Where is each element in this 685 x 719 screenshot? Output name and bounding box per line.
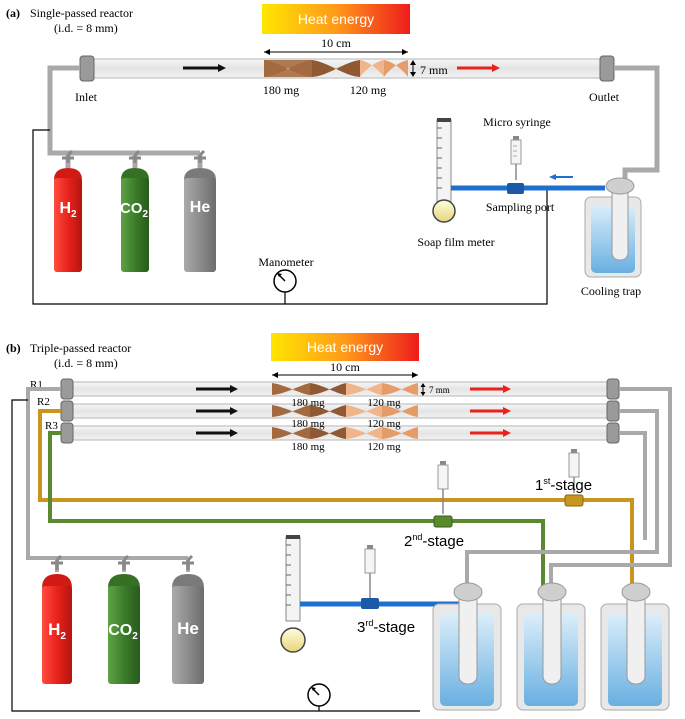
panel-a: (a) Single-passed reactor (i.d. = 8 mm) …	[6, 4, 660, 305]
panel-a-title: Single-passed reactor	[30, 6, 133, 20]
outlet-pipe-a	[614, 65, 660, 185]
stage2-valve	[433, 515, 453, 528]
he-cylinder-b: He	[172, 554, 204, 684]
heat-energy-bar-b	[271, 333, 419, 361]
svg-text:H2: H2	[59, 200, 77, 220]
heat-energy-label-b: Heat energy	[307, 339, 383, 355]
stage2-label: 2nd-stage	[404, 532, 464, 550]
soap-film-meter-b	[280, 535, 306, 653]
sampling-port-valve	[507, 183, 524, 194]
row1-mass-1: 180 mg	[291, 397, 325, 409]
length-label-b: 10 cm	[330, 360, 360, 374]
outlet-fitting	[599, 55, 615, 82]
he-cylinder-a: He	[184, 149, 216, 272]
stage3-label: 3rd-stage	[357, 618, 415, 636]
svg-text:CO2: CO2	[108, 622, 138, 642]
cooling-trap-a	[584, 177, 642, 278]
stage1-valve	[564, 494, 584, 507]
length-label: 10 cm	[321, 36, 351, 50]
manometer-label: Manometer	[258, 255, 313, 269]
panel-b: (b) Triple-passed reactor (i.d. = 8 mm) …	[6, 333, 672, 712]
flow-arrows-b	[196, 385, 511, 437]
catalyst-bed-a	[264, 60, 408, 77]
panel-a-tag: (a)	[6, 6, 20, 20]
soap-film-meter-a	[432, 118, 456, 223]
r3-label: R3	[45, 420, 58, 432]
co2-cylinder-b: CO2	[108, 554, 140, 684]
outlet-pipe-r1	[549, 387, 672, 588]
svg-text:H2: H2	[48, 620, 66, 642]
co2-cylinder-a: CO2	[120, 149, 149, 272]
stage1-syringe	[568, 449, 580, 493]
micro-syringe-a	[510, 136, 522, 180]
heat-energy-bar	[262, 4, 410, 34]
panel-b-subtitle: (i.d. = 8 mm)	[54, 356, 118, 370]
h2-cylinder-b: H2	[42, 554, 72, 684]
svg-text:He: He	[190, 199, 211, 216]
diameter-label: 7 mm	[420, 63, 448, 77]
stage1-line	[38, 409, 634, 592]
svg-text:He: He	[177, 619, 199, 638]
stage2-line	[48, 431, 545, 590]
inlet-label: Inlet	[75, 90, 98, 104]
heat-energy-label: Heat energy	[298, 11, 374, 27]
pressure-line-a	[32, 129, 548, 305]
stage2-syringe	[437, 461, 449, 514]
row1-mass-2: 120 mg	[367, 397, 401, 409]
outlet-pipe-r3	[619, 431, 647, 540]
cooling-trap-b3	[600, 582, 670, 711]
catalyst-mass-2: 120 mg	[350, 83, 386, 97]
manometer-gauge-a	[273, 269, 297, 293]
sampling-port-label: Sampling port	[486, 200, 555, 214]
cooling-trap-b1	[432, 582, 502, 711]
panel-a-subtitle: (i.d. = 8 mm)	[54, 21, 118, 35]
svg-text:CO2: CO2	[120, 200, 149, 220]
panel-b-title: Triple-passed reactor	[30, 341, 131, 355]
row2-mass-2: 120 mg	[367, 418, 401, 430]
inlet-fitting	[79, 55, 95, 82]
stage1-label: 1st-stage	[535, 476, 592, 494]
pressure-line-b	[11, 399, 420, 712]
catalyst-beds-b	[272, 383, 418, 439]
row3-mass-1: 180 mg	[291, 441, 325, 453]
cooling-trap-label: Cooling trap	[581, 284, 641, 298]
micro-syringe-label: Micro syringe	[483, 115, 551, 129]
row3-mass-2: 120 mg	[367, 441, 401, 453]
stage3-syringe	[364, 545, 376, 598]
diameter-label-b: 7 mm	[429, 385, 450, 395]
stage3-valve	[361, 598, 379, 609]
catalyst-mass-1: 180 mg	[263, 83, 299, 97]
panel-b-tag: (b)	[6, 341, 21, 355]
r2-label: R2	[37, 396, 50, 408]
gas-manifold-pipe-a	[47, 65, 203, 168]
h2-cylinder-a: H2	[54, 149, 82, 272]
row2-mass-1: 180 mg	[291, 418, 325, 430]
cooling-trap-b2	[516, 582, 586, 711]
outlet-pipe-r2	[465, 409, 659, 588]
outlet-label: Outlet	[589, 90, 620, 104]
soap-film-meter-label: Soap film meter	[417, 235, 494, 249]
manometer-gauge-b	[307, 683, 331, 707]
